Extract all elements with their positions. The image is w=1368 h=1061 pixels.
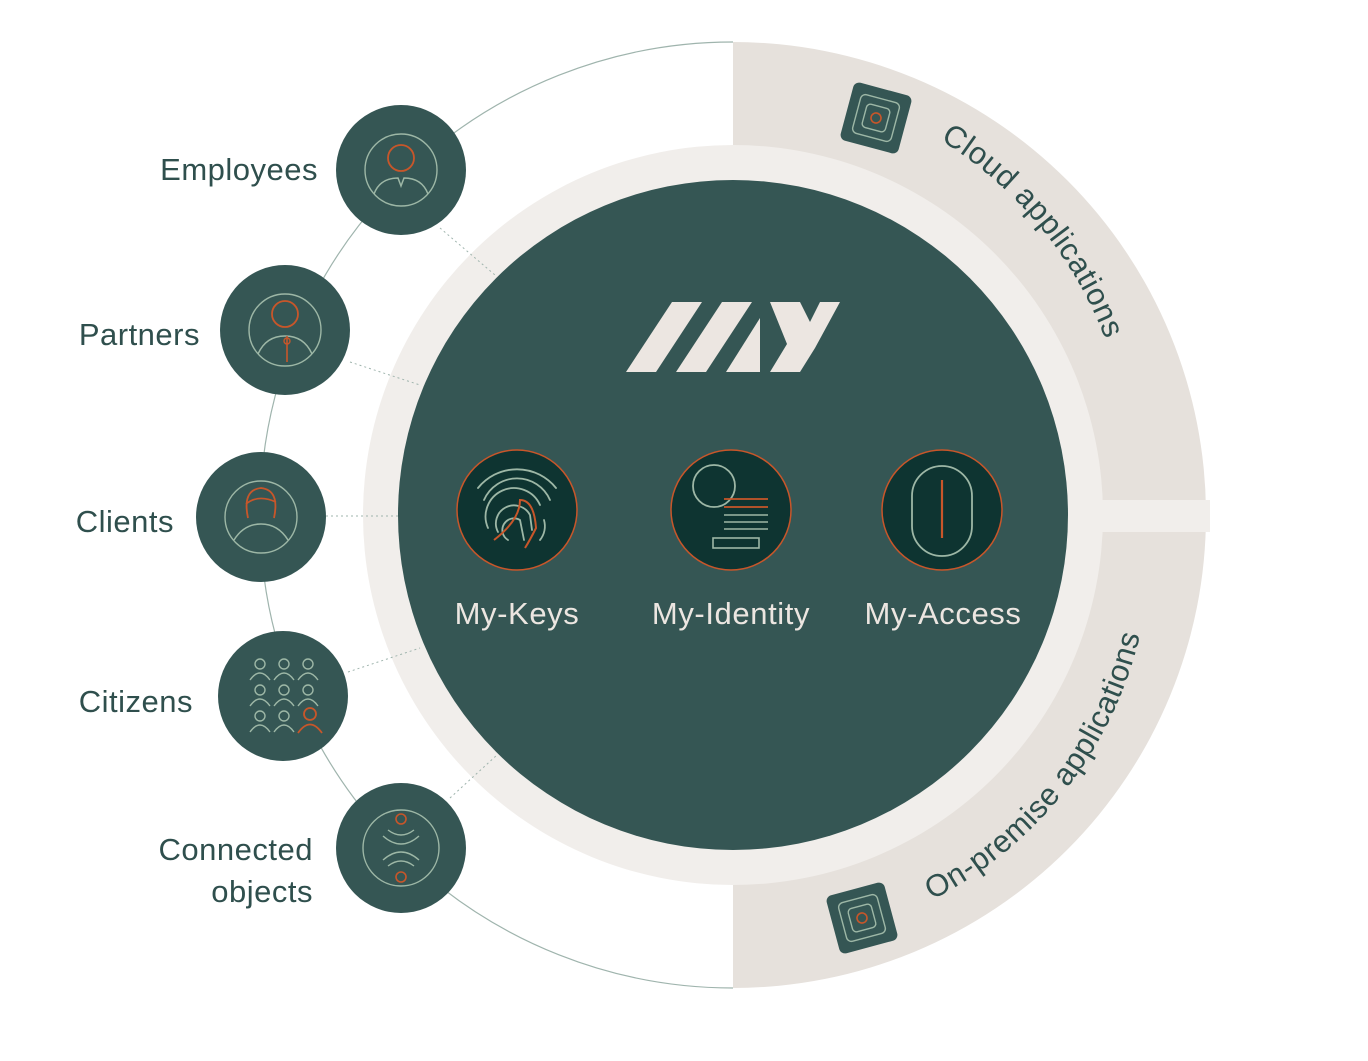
partner-icon: [248, 293, 322, 367]
product-label-access: My-Access: [865, 596, 1022, 631]
cloud-app-icon[interactable]: [839, 81, 912, 154]
employee-node[interactable]: [336, 105, 466, 235]
onpremise-app-icon[interactable]: [825, 881, 898, 954]
access-icon[interactable]: [881, 449, 1003, 571]
product-label-keys: My-Keys: [455, 596, 580, 631]
user-label-clients: Clients: [76, 504, 174, 539]
user-label-connected-line1: Connected: [159, 832, 313, 867]
product-label-identity: My-Identity: [652, 596, 810, 631]
partner-node[interactable]: [220, 265, 350, 395]
user-label-connected-line2: objects: [211, 874, 313, 909]
connected-objects-icon: [362, 809, 440, 887]
citizens-icon: [249, 658, 319, 733]
identity-card-icon[interactable]: [670, 449, 792, 571]
my-logo: [626, 302, 840, 372]
user-label-citizens: Citizens: [79, 684, 193, 719]
connectors: [326, 227, 498, 799]
user-label-employees: Employees: [160, 152, 318, 187]
client-node[interactable]: [196, 452, 326, 582]
citizens-node[interactable]: [218, 631, 348, 761]
connected-objects-node[interactable]: [336, 783, 466, 913]
employee-icon: [364, 133, 438, 207]
user-label-partners: Partners: [79, 317, 200, 352]
client-icon: [224, 480, 298, 554]
fingerprint-icon[interactable]: [456, 449, 578, 571]
